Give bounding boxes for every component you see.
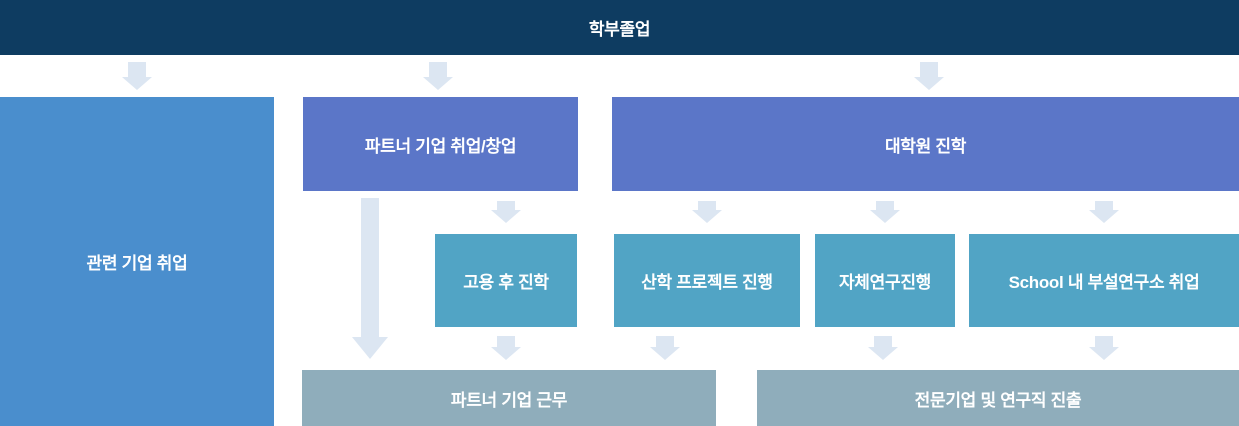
down-arrow-icon bbox=[122, 62, 152, 90]
node-industry-academia-project: 산학 프로젝트 진행 bbox=[614, 234, 800, 327]
node-label: 관련 기업 취업 bbox=[86, 254, 188, 273]
node-self-research: 자체연구진행 bbox=[815, 234, 955, 327]
node-label: School 내 부설연구소 취업 bbox=[1008, 273, 1200, 292]
node-partner-company-work: 파트너 기업 근무 bbox=[302, 370, 716, 426]
node-undergraduate-graduation: 학부졸업 bbox=[0, 0, 1239, 55]
down-arrow-icon bbox=[914, 62, 944, 90]
node-label: 파트너 기업 근무 bbox=[450, 390, 568, 410]
node-label: 파트너 기업 취업/창업 bbox=[364, 136, 517, 156]
down-arrow-icon bbox=[868, 336, 898, 360]
down-arrow-icon bbox=[650, 336, 680, 360]
node-related-company-employment: 관련 기업 취업 bbox=[0, 97, 274, 426]
down-arrow-icon bbox=[491, 201, 521, 223]
node-study-after-employment: 고용 후 진학 bbox=[435, 234, 577, 327]
down-arrow-icon bbox=[692, 201, 722, 223]
down-arrow-icon bbox=[352, 198, 388, 359]
node-label: 대학원 진학 bbox=[884, 136, 967, 156]
node-label: 고용 후 진학 bbox=[463, 273, 549, 292]
node-graduate-school: 대학원 진학 bbox=[612, 97, 1239, 191]
node-school-research-institute-employment: School 내 부설연구소 취업 bbox=[969, 234, 1239, 327]
down-arrow-icon bbox=[491, 336, 521, 360]
down-arrow-icon bbox=[1089, 201, 1119, 223]
node-label: 자체연구진행 bbox=[838, 273, 932, 292]
down-arrow-icon bbox=[423, 62, 453, 90]
node-label: 산학 프로젝트 진행 bbox=[641, 273, 773, 292]
node-partner-company-employment-startup: 파트너 기업 취업/창업 bbox=[303, 97, 578, 191]
node-label: 전문기업 및 연구직 진출 bbox=[914, 390, 1082, 410]
node-label: 학부졸업 bbox=[588, 20, 651, 39]
node-professional-research-career: 전문기업 및 연구직 진출 bbox=[757, 370, 1239, 426]
down-arrow-icon bbox=[870, 201, 900, 223]
down-arrow-icon bbox=[1089, 336, 1119, 360]
